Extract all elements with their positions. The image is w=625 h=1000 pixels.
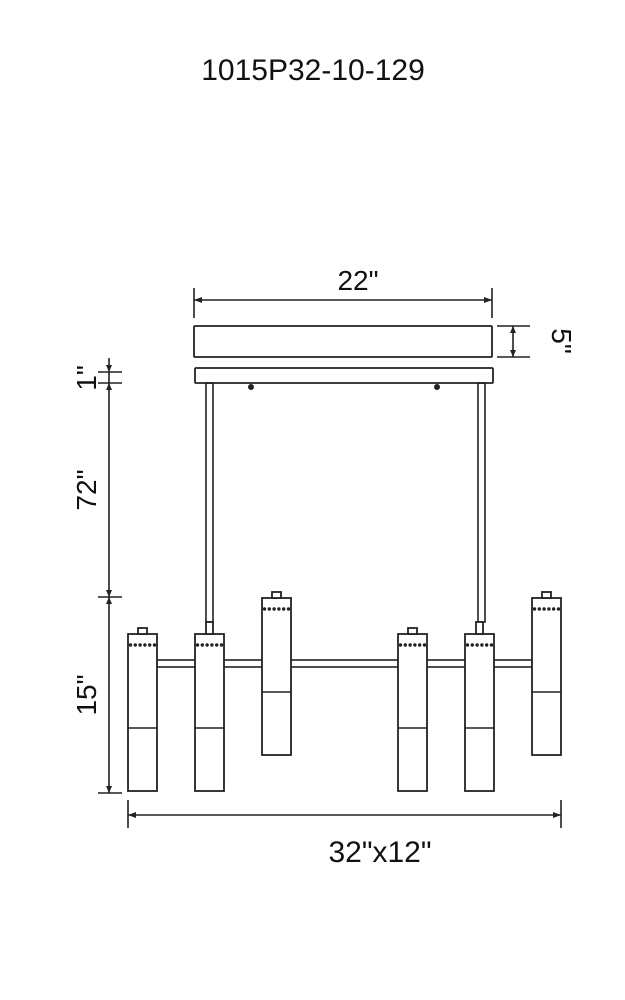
pendant-light — [194, 621, 225, 792]
canopy — [193, 325, 493, 358]
fixture-size-label: 32"x12" — [328, 836, 431, 869]
height-dimensions: 1" 72" 15" — [71, 358, 122, 794]
suspension-label: 72" — [71, 469, 102, 510]
pendants — [127, 591, 562, 792]
suspension-rod — [477, 382, 486, 623]
model-title: 1015P32-10-129 — [201, 54, 425, 87]
screw-icon — [248, 384, 254, 390]
fixture-size-dimension: 32"x12" — [127, 800, 562, 869]
canopy-width-dimension: 22" — [193, 265, 493, 318]
canopy-width-label: 22" — [337, 265, 378, 296]
suspension-rod — [205, 382, 214, 623]
mounting-plate — [194, 367, 494, 384]
screw-icon — [434, 384, 440, 390]
fixture-height-label: 15" — [71, 674, 102, 715]
pendant-light — [261, 591, 292, 756]
pendant-light — [397, 627, 428, 792]
pendant-light — [531, 591, 562, 756]
gap-label: 1" — [71, 365, 102, 391]
pendant-light — [464, 621, 495, 792]
canopy-height-label: 5" — [546, 328, 577, 354]
pendant-light — [127, 627, 158, 792]
canopy-height-dimension: 5" — [497, 325, 577, 358]
